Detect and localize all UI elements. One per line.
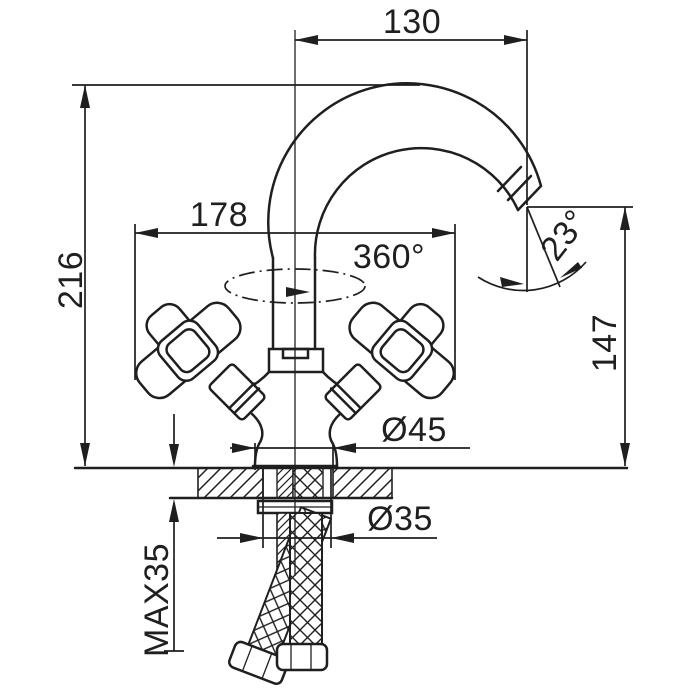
deck-block-right [332, 467, 393, 499]
dim-23-label: 23° [533, 203, 596, 268]
dim-hole-diameter: Ø35 [217, 468, 437, 548]
dim-147-label: 147 [586, 314, 624, 372]
stem-band-line [334, 382, 363, 410]
stem-band-line [227, 382, 256, 410]
arrowhead [80, 85, 90, 108]
dim-130-label: 130 [383, 3, 441, 41]
left-handle-knob [134, 301, 242, 400]
hose-nut-vertical [275, 642, 329, 672]
stem-band-line [329, 387, 358, 415]
arrowhead [135, 228, 158, 238]
arrowhead [504, 35, 527, 45]
arrowhead [500, 277, 524, 287]
faucet-body [239, 256, 353, 468]
deck-block-left [197, 467, 264, 499]
right-handle-stem [324, 363, 382, 421]
arrowhead [80, 443, 90, 466]
dim-360-label: 360° [353, 238, 425, 276]
dim-d35-label: Ø35 [367, 500, 433, 538]
dim-d45-label: Ø45 [381, 411, 447, 449]
hose-in-hole [292, 467, 324, 499]
dim-216-label: 216 [52, 251, 90, 309]
spout-inner-arc [313, 146, 520, 260]
deck-cross-section [73, 466, 629, 500]
swivel-ellipse [224, 268, 366, 304]
angle-arc [477, 261, 587, 292]
right-handle-knob [348, 301, 456, 400]
spout-outer-arc [267, 82, 543, 260]
arrowhead [169, 499, 179, 522]
arrowhead [232, 443, 255, 453]
aerator-band-line [496, 165, 523, 193]
dim-spout-angle: 23° [477, 203, 596, 292]
left-handle [134, 301, 266, 421]
arrowhead [295, 35, 318, 45]
arrowhead [331, 533, 354, 543]
dim-swivel-360: 360° [224, 238, 425, 304]
arrowhead [169, 444, 179, 467]
arrowhead [560, 262, 582, 278]
knob-center-boss [156, 319, 220, 382]
knob-face-plate [165, 328, 211, 374]
arrowhead [620, 207, 630, 230]
dim-178-label: 178 [190, 196, 248, 234]
shank-in-hole [276, 467, 294, 499]
dim-max-deck-thickness: MAX35 [138, 414, 184, 657]
knob-face-plate [379, 328, 425, 374]
supply-hose-vertical [275, 512, 329, 672]
knob-center-boss [370, 319, 434, 382]
dim-max35-label: MAX35 [138, 543, 176, 657]
hose-nut-angled [228, 640, 289, 685]
body-flare-lower-left [250, 412, 264, 468]
stem-band-line [232, 387, 261, 415]
left-handle-stem [208, 363, 266, 421]
stem-bonnet [208, 363, 266, 421]
nut-facet-line [241, 645, 253, 672]
angle-leg-line [526, 206, 561, 288]
nut-facet-line [261, 653, 273, 679]
spout-end-face [516, 184, 543, 212]
arrowhead [620, 443, 630, 466]
spout [267, 82, 543, 260]
arrowhead [286, 287, 310, 297]
arrowhead [240, 533, 263, 543]
dim-handle-span: 178 [134, 196, 456, 380]
dim-base-diameter: Ø45 [230, 411, 470, 470]
body-collar [267, 347, 325, 374]
body-flare-lower-right [328, 412, 342, 468]
dim-overall-height: 216 [52, 84, 420, 466]
dim-spout-height: 147 [527, 206, 633, 466]
right-handle [324, 301, 456, 421]
arrowhead [432, 228, 455, 238]
arrowhead [333, 443, 356, 453]
dim-spout-reach: 130 [295, 3, 528, 205]
stem-bonnet [324, 363, 382, 421]
